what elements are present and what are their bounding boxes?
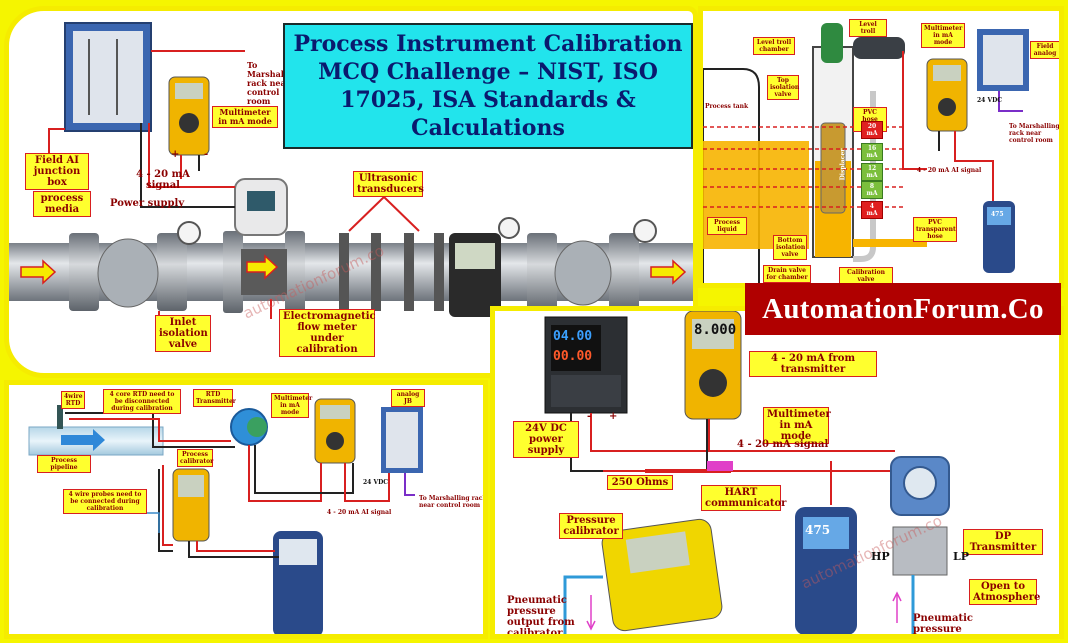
signal-wires [140, 50, 245, 208]
label-dp-signal: 4 - 20 mA signal [737, 439, 829, 450]
panel-level-calibration: Level troll Level troll chamber Top isol… [698, 6, 1064, 288]
level-diagram-graphics [703, 23, 1029, 283]
hart-model-level: 475 [991, 211, 1004, 218]
flow-diagram-graphics [9, 22, 693, 323]
psu-voltage-display: 04.00 [553, 329, 593, 344]
label-process-liquid: Process liquid [707, 217, 747, 235]
label-pneumatic-output: Pneumatic pressure output from calibrato… [507, 595, 575, 639]
label-displacer: Displacer [839, 148, 847, 181]
multimeter-plus: + [171, 149, 180, 160]
label-from-transmitter: 4 - 20 mA from transmitter [749, 351, 877, 377]
pipeline-flow-arrow [61, 429, 105, 451]
label-4wire-probes: 4 wire probes need to be connected durin… [63, 489, 147, 514]
inlet-valve-body [97, 238, 159, 308]
label-emf-under-calibration: Electromagnetic flow meter under calibra… [279, 309, 376, 357]
label-bottom-isolation-valve: Bottom isolation valve [773, 235, 807, 260]
label-open-to-atmosphere: Open to Atmosphere [969, 579, 1040, 605]
pressure-gauges [177, 217, 657, 245]
label-ai-signal: 4 - 20 mA AI signal [917, 167, 982, 174]
dp-hart-model: 475 [805, 523, 831, 537]
label-field-analog: Field analog [1030, 41, 1059, 59]
label-power-supply: Power supply [110, 198, 185, 209]
flow-arrows [20, 254, 687, 285]
panel-rtd-calibration: 4wire RTD 4 core RTD need to be disconne… [4, 380, 488, 639]
label-level-troll-chamber: Level troll chamber [753, 37, 795, 55]
psu-plus: + [609, 411, 618, 422]
label-hp: HP [871, 550, 890, 563]
label-rtd-transmitter: RTD Transmitter [193, 389, 236, 407]
label-inlet-isolation-valve: Inlet isolation valve [155, 315, 211, 352]
label-drain-valve: Drain valve for chamber [763, 265, 811, 283]
label-field-ai-junction-box: Field AI junction box [25, 153, 89, 190]
label-level-troll: Level troll [849, 19, 887, 37]
label-pressure-calibrator: Pressure calibrator [559, 513, 623, 539]
pneumatic-arrows [586, 591, 902, 631]
label-to-marshalling-level: To Marshalling rack near control room [1009, 123, 1060, 144]
level-reference-lines [703, 126, 903, 208]
pneumatic-tubes [563, 575, 915, 634]
rtd-wires [65, 412, 415, 558]
outlet-valve-body [554, 240, 612, 306]
ultrasonic-clamps [339, 233, 444, 311]
level-wires [902, 51, 1023, 201]
brand-name: AutomationForum.Co [762, 292, 1044, 325]
label-rtd-to-marshalling: To Marshalling rack near control room [419, 495, 487, 509]
dp-multimeter-display: 8.000 [694, 322, 737, 338]
label-process-pipeline: Process pipeline [37, 455, 91, 473]
multimeter-minus: - [204, 149, 209, 160]
brand-banner: AutomationForum.Co [745, 283, 1061, 335]
label-ultrasonic-transducers: Ultrasonic transducers [353, 171, 424, 197]
label-24vdc: 24 VDC [977, 97, 1003, 104]
label-top-isolation-valve: Top isolation valve [767, 75, 799, 100]
label-250-ohms: 250 Ohms [607, 475, 673, 490]
label-24v-psu: 24V DC power supply [513, 421, 579, 458]
level-tick-4ma: 4 mA [861, 201, 883, 219]
psu-minus: - [587, 411, 592, 422]
emf-display [247, 191, 275, 211]
level-tick-8ma: 8 mA [861, 181, 883, 199]
pipe-flanges [69, 231, 639, 313]
label-lp: LP [953, 550, 970, 563]
label-core-rtd: 4 core RTD need to be disconnected durin… [103, 389, 181, 414]
label-process-calibrator: Process calibrator [177, 449, 213, 467]
label-analog-jb: analog JB [391, 389, 425, 407]
label-dp-multimeter: Multimeter in mA mode [763, 407, 831, 444]
label-rtd-24vdc: 24 VDC [363, 479, 389, 486]
label-rtd-ai-signal: 4 - 20 mA AI signal [327, 509, 392, 516]
displacer-body [820, 122, 846, 214]
pvc-hose [853, 91, 876, 262]
label-pneumatic-input: Pneumatic pressure input to transmitter [913, 613, 973, 635]
dp-diagram-graphics [544, 311, 950, 634]
title-banner: Process Instrument Calibration MCQ Chall… [283, 23, 693, 149]
label-process-tank: Process tank [705, 103, 749, 110]
panel-dp-calibration: automationforum.co 04.00 00.00 8.000 475… [490, 306, 1064, 639]
psu-current-display: 00.00 [553, 349, 593, 364]
level-tick-20ma: 20 mA [861, 121, 883, 139]
label-level-multimeter: Multimeter in mA mode [921, 23, 965, 48]
level-troll-head [821, 23, 843, 63]
label-4wire-rtd: 4wire RTD [61, 391, 85, 409]
label-multimeter: Multimeter in mA mode [212, 106, 278, 128]
label-calibration-valve: Calibration valve [839, 267, 893, 283]
label-process-media: process media [33, 191, 91, 217]
label-hart-communicator: HART communicator [701, 485, 786, 511]
resistor-250-ohm [707, 461, 733, 471]
label-pvc-transparent-hose: PVC transparent hose [913, 217, 957, 242]
level-tick-16ma: 16 mA [861, 143, 883, 161]
dp-transmitter-body [892, 526, 948, 576]
label-signal: 4 - 20 mA signal [136, 169, 190, 191]
label-dp-transmitter: DP Transmitter [963, 529, 1043, 555]
level-troll-transmitter [853, 37, 905, 59]
level-tick-12ma: 12 mA [861, 163, 883, 181]
page-title: Process Instrument Calibration MCQ Chall… [293, 31, 683, 141]
label-rtd-multimeter: Multimeter in mA mode [271, 393, 312, 418]
label-to-marshalling: To Marshalling rack near control room [247, 60, 302, 106]
rtd-diagram-graphics [28, 398, 423, 634]
rtd-probe [57, 405, 63, 429]
